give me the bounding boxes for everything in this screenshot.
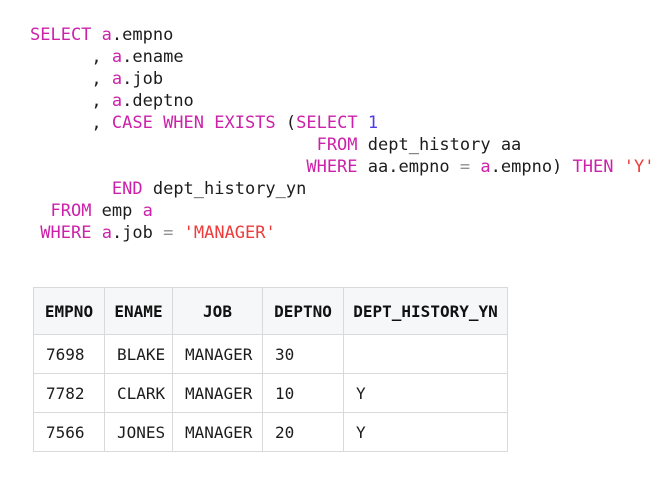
table-row: 7782 CLARK MANAGER 10 Y (33, 373, 508, 413)
code-token: a (111, 47, 123, 67)
code-token: .ename (122, 47, 184, 67)
code-line: , a.ename (30, 46, 652, 68)
code-token (470, 157, 480, 177)
table-header-row: EMPNO ENAME JOB DEPTNO DEPT_HISTORY_YN (33, 287, 508, 335)
code-token: , (30, 69, 112, 89)
code-token: = (163, 223, 174, 243)
code-token: , (30, 47, 112, 67)
code-token: 'MANAGER' (183, 223, 276, 243)
code-token (91, 25, 101, 45)
code-token: a (111, 69, 123, 89)
code-token (30, 135, 317, 155)
sql-query-code: SELECT a.empno , a.ename , a.job , a.dep… (30, 24, 652, 244)
code-line: FROM dept_history aa (30, 134, 652, 156)
code-line: WHERE a.job = 'MANAGER' (30, 222, 652, 244)
code-token: a (101, 223, 112, 243)
code-line: , a.job (30, 68, 652, 90)
table-cell: 30 (262, 334, 344, 374)
code-token: THEN (572, 157, 614, 177)
code-token: emp (91, 201, 143, 221)
code-token: a (142, 201, 153, 221)
code-token (613, 157, 623, 177)
code-token: FROM (50, 201, 92, 221)
code-token (30, 157, 306, 177)
table-cell: MANAGER (172, 373, 263, 413)
code-token: .empno) (490, 157, 573, 177)
code-token: WHERE (40, 223, 92, 243)
code-token (30, 179, 112, 199)
code-token: FROM (316, 135, 358, 155)
code-token (91, 223, 101, 243)
header-cell-dept-history-yn: DEPT_HISTORY_YN (343, 287, 508, 335)
code-token: .job (111, 223, 164, 243)
table-cell: 20 (262, 412, 344, 452)
code-token: , (30, 113, 112, 133)
code-token: SELECT (296, 113, 358, 133)
code-token: dept_history_yn (142, 179, 307, 199)
table-cell: MANAGER (172, 412, 263, 452)
code-line: SELECT a.empno (30, 24, 652, 46)
code-line: , CASE WHEN EXISTS (SELECT 1 (30, 112, 652, 134)
code-line: , a.deptno (30, 90, 652, 112)
code-token (30, 201, 50, 221)
code-token (358, 113, 368, 133)
code-token: a (480, 157, 491, 177)
header-cell-deptno: DEPTNO (262, 287, 344, 335)
code-token: END (111, 179, 143, 199)
code-token: .empno (111, 25, 174, 45)
table-cell: JONES (104, 412, 173, 452)
code-token: .deptno (122, 91, 194, 111)
code-token: .job (122, 69, 164, 89)
code-token: a (101, 25, 112, 45)
table-cell: Y (343, 412, 508, 452)
table-cell: BLAKE (104, 334, 173, 374)
header-cell-job: JOB (172, 287, 263, 335)
code-token: aa.empno (357, 157, 460, 177)
code-line: FROM emp a (30, 200, 652, 222)
table-row: 7566 JONES MANAGER 20 Y (33, 412, 508, 452)
table-cell: 7566 (33, 412, 105, 452)
table-cell: 7782 (33, 373, 105, 413)
code-token: a (111, 91, 123, 111)
code-token: SELECT (30, 25, 92, 45)
code-token (173, 223, 183, 243)
table-cell: MANAGER (172, 334, 263, 374)
table-row: 7698 BLAKE MANAGER 30 (33, 334, 508, 374)
code-token: 1 (367, 113, 379, 133)
table-cell: 10 (262, 373, 344, 413)
code-line: WHERE aa.empno = a.empno) THEN 'Y' (30, 156, 652, 178)
code-token: CASE WHEN EXISTS (111, 113, 276, 133)
code-token: ( (275, 113, 297, 133)
header-cell-ename: ENAME (104, 287, 173, 335)
table-cell: Y (343, 373, 508, 413)
code-token: = (459, 157, 471, 177)
code-token (30, 223, 40, 243)
header-cell-empno: EMPNO (33, 287, 105, 335)
code-token: 'Y' (623, 157, 652, 177)
query-result-table: EMPNO ENAME JOB DEPTNO DEPT_HISTORY_YN 7… (33, 287, 508, 452)
code-line: END dept_history_yn (30, 178, 652, 200)
table-cell: 7698 (33, 334, 105, 374)
table-cell (343, 334, 508, 374)
code-token: dept_history aa (357, 135, 522, 155)
code-token: WHERE (306, 157, 358, 177)
code-token: , (30, 91, 112, 111)
table-cell: CLARK (104, 373, 173, 413)
